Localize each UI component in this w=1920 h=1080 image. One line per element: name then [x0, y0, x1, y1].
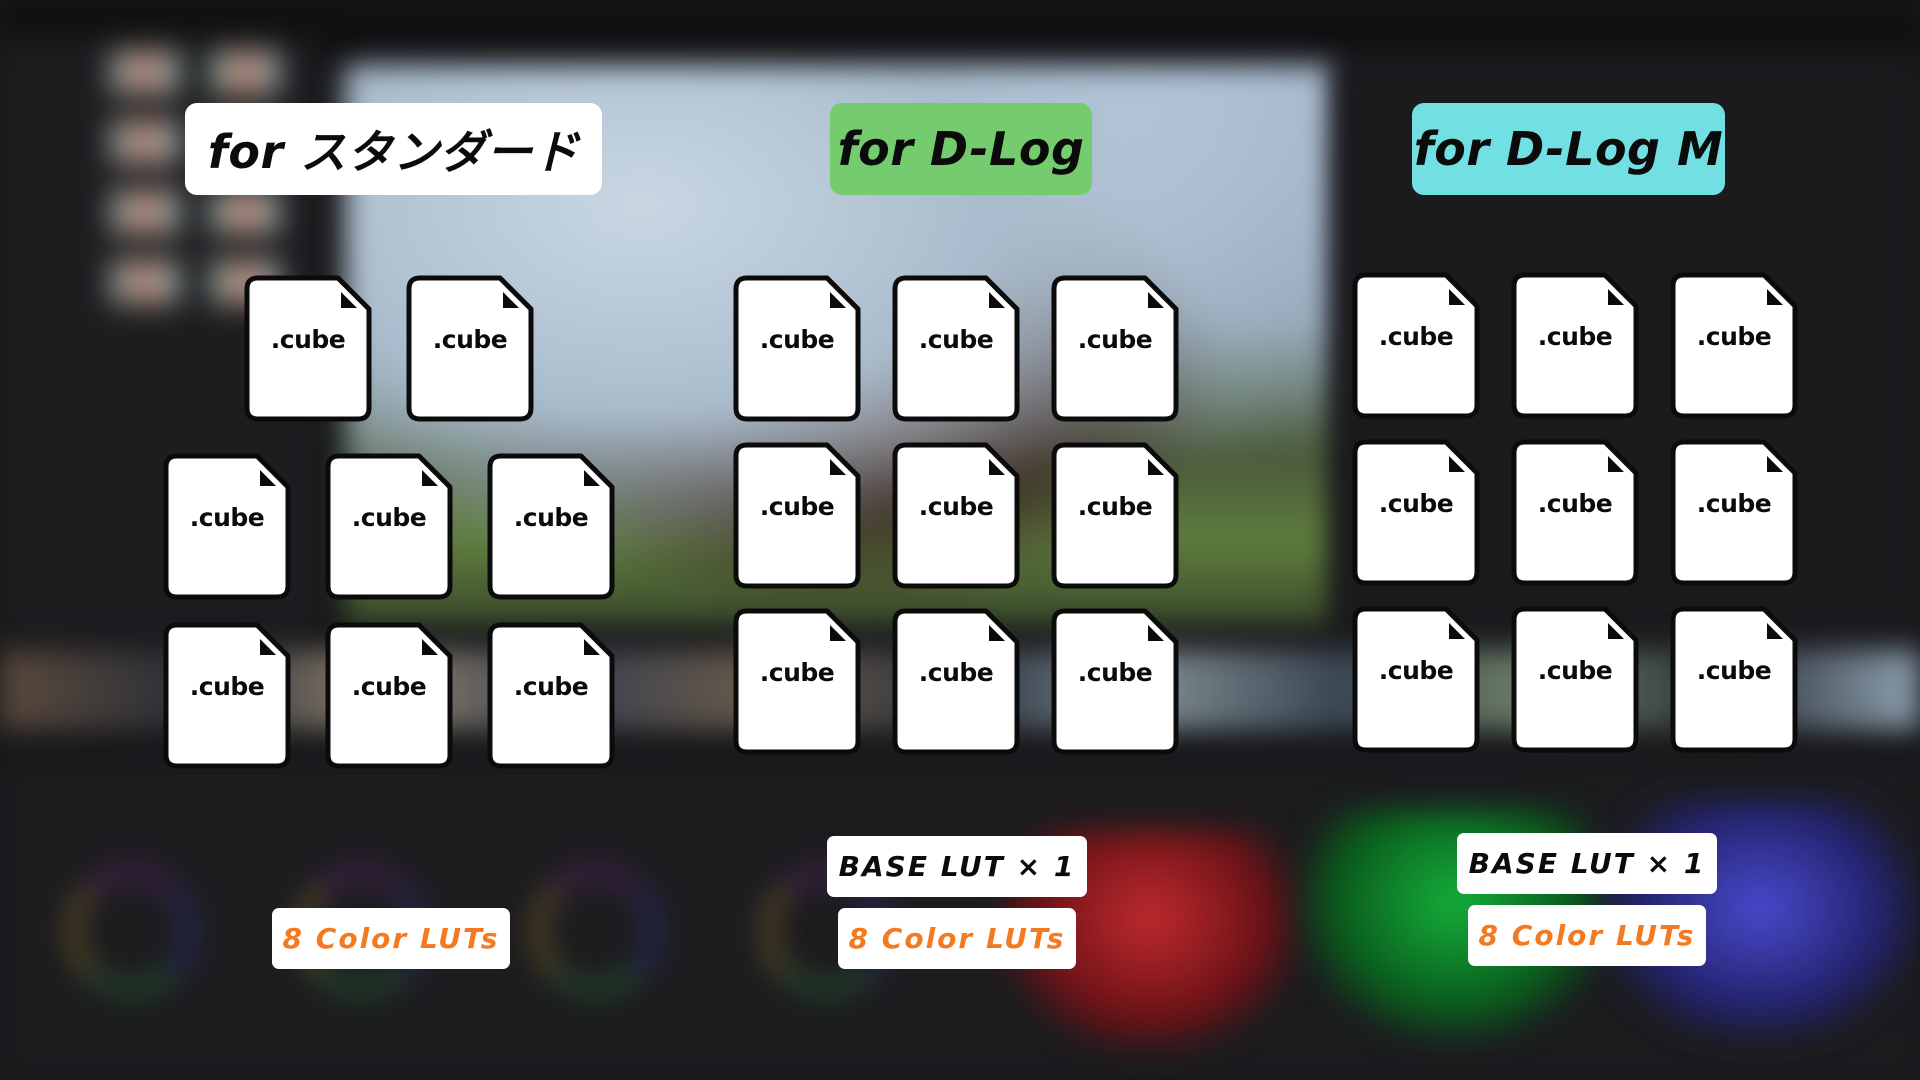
document-icon — [1051, 442, 1179, 589]
dlogm-base-lut-count: BASE LUT × 1 — [1457, 833, 1717, 894]
cube-file-icon: .cube — [1511, 272, 1639, 419]
cube-file-icon: .cube — [892, 442, 1020, 589]
cube-file-icon: .cube — [487, 453, 615, 600]
file-extension-label: .cube — [351, 503, 427, 532]
cube-file-icon: .cube — [1670, 272, 1798, 419]
dlogm-group-title: for D-Log M — [1412, 103, 1725, 195]
file-extension-label: .cube — [759, 658, 835, 687]
document-icon — [406, 275, 534, 422]
gallery-thumbnail — [210, 50, 280, 94]
file-extension-label: .cube — [759, 325, 835, 354]
gallery-thumbnail — [110, 260, 180, 304]
file-extension-label: .cube — [1077, 658, 1153, 687]
document-icon — [163, 622, 291, 769]
file-extension-label: .cube — [918, 325, 994, 354]
document-icon — [1352, 272, 1480, 419]
document-icon — [1051, 608, 1179, 755]
document-icon — [733, 442, 861, 589]
document-icon — [1511, 606, 1639, 753]
document-icon — [244, 275, 372, 422]
cube-file-icon: .cube — [892, 275, 1020, 422]
standard-color-luts-count: 8 Color LUTs — [272, 908, 510, 969]
document-icon — [325, 453, 453, 600]
file-extension-label: .cube — [918, 658, 994, 687]
document-icon — [1511, 439, 1639, 586]
cube-file-icon: .cube — [1051, 442, 1179, 589]
cube-file-icon: .cube — [733, 442, 861, 589]
document-icon — [487, 453, 615, 600]
color-wheel — [535, 870, 657, 992]
document-icon — [1670, 606, 1798, 753]
cube-file-icon: .cube — [1670, 606, 1798, 753]
document-icon — [163, 453, 291, 600]
cube-file-icon: .cube — [1511, 606, 1639, 753]
document-icon — [487, 622, 615, 769]
cube-file-icon: .cube — [1670, 439, 1798, 586]
document-icon — [733, 275, 861, 422]
file-extension-label: .cube — [189, 503, 265, 532]
file-extension-label: .cube — [1378, 656, 1454, 685]
file-extension-label: .cube — [189, 672, 265, 701]
file-extension-label: .cube — [1378, 489, 1454, 518]
document-icon — [1511, 272, 1639, 419]
cube-file-icon: .cube — [733, 275, 861, 422]
gallery-thumbnail — [210, 190, 280, 234]
dlogm-color-luts-count: 8 Color LUTs — [1468, 905, 1706, 966]
cube-file-icon: .cube — [406, 275, 534, 422]
file-extension-label: .cube — [432, 325, 508, 354]
file-extension-label: .cube — [513, 672, 589, 701]
gallery-thumbnail — [110, 190, 180, 234]
gallery-thumbnail — [110, 50, 180, 94]
file-extension-label: .cube — [1537, 656, 1613, 685]
dlog-group-title: for D-Log — [830, 103, 1092, 195]
gallery-thumbnail — [110, 120, 180, 164]
document-icon — [1352, 439, 1480, 586]
cube-file-icon: .cube — [1051, 275, 1179, 422]
dlog-color-luts-count: 8 Color LUTs — [838, 908, 1076, 969]
document-icon — [733, 608, 861, 755]
cube-file-icon: .cube — [1511, 439, 1639, 586]
file-extension-label: .cube — [1696, 656, 1772, 685]
cube-file-icon: .cube — [487, 622, 615, 769]
file-extension-label: .cube — [270, 325, 346, 354]
standard-group-title: for スタンダード — [185, 103, 602, 195]
editor-top-bar — [0, 0, 1920, 60]
file-extension-label: .cube — [1378, 322, 1454, 351]
color-wheel — [70, 870, 192, 992]
document-icon — [1352, 606, 1480, 753]
file-extension-label: .cube — [513, 503, 589, 532]
document-icon — [892, 275, 1020, 422]
dlog-base-lut-count: BASE LUT × 1 — [827, 836, 1087, 897]
document-icon — [892, 442, 1020, 589]
file-extension-label: .cube — [1537, 489, 1613, 518]
cube-file-icon: .cube — [163, 622, 291, 769]
cube-file-icon: .cube — [325, 453, 453, 600]
cube-file-icon: .cube — [325, 622, 453, 769]
file-extension-label: .cube — [1696, 489, 1772, 518]
cube-file-icon: .cube — [1352, 272, 1480, 419]
cube-file-icon: .cube — [1352, 439, 1480, 586]
file-extension-label: .cube — [1077, 492, 1153, 521]
file-extension-label: .cube — [1077, 325, 1153, 354]
document-icon — [325, 622, 453, 769]
document-icon — [1670, 272, 1798, 419]
file-extension-label: .cube — [1537, 322, 1613, 351]
file-extension-label: .cube — [1696, 322, 1772, 351]
document-icon — [892, 608, 1020, 755]
document-icon — [1051, 275, 1179, 422]
file-extension-label: .cube — [918, 492, 994, 521]
cube-file-icon: .cube — [1051, 608, 1179, 755]
file-extension-label: .cube — [759, 492, 835, 521]
cube-file-icon: .cube — [892, 608, 1020, 755]
cube-file-icon: .cube — [244, 275, 372, 422]
document-icon — [1670, 439, 1798, 586]
cube-file-icon: .cube — [163, 453, 291, 600]
cube-file-icon: .cube — [1352, 606, 1480, 753]
cube-file-icon: .cube — [733, 608, 861, 755]
file-extension-label: .cube — [351, 672, 427, 701]
